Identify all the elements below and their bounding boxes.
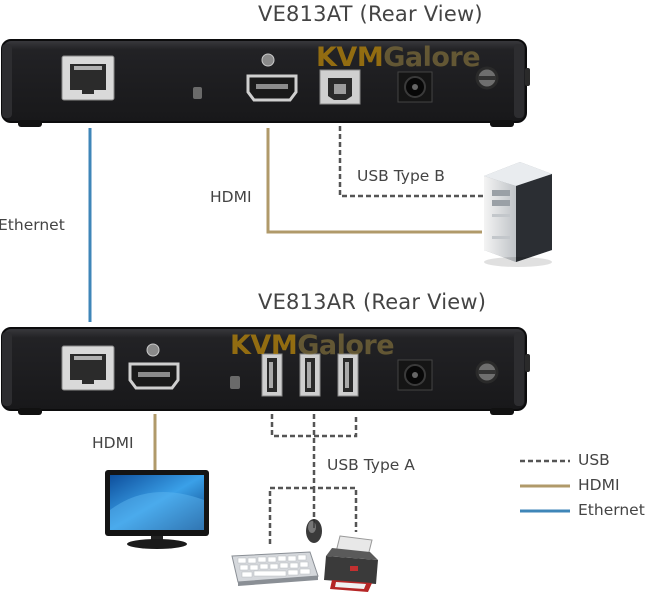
receiver-device — [1, 327, 530, 415]
hdmi-cable-top — [266, 128, 482, 234]
receiver-title: VE813AR (Rear View) — [258, 290, 487, 314]
legend-ethernet-label: Ethernet — [578, 501, 645, 519]
receiver-rj45-port — [61, 345, 115, 391]
transmitter-title: VE813AT (Rear View) — [258, 2, 483, 26]
transmitter-status-led — [193, 87, 202, 99]
transmitter-rj45-port — [61, 55, 115, 101]
usb-a-cables — [268, 414, 358, 544]
mouse-icon — [306, 519, 322, 543]
hdmi-top-label: HDMI — [210, 188, 252, 206]
receiver-ground-screw — [146, 343, 160, 357]
hdmi-bottom-label: HDMI — [92, 434, 134, 452]
transmitter-hdmi-port — [246, 74, 298, 102]
receiver-lock-knob — [475, 360, 499, 384]
keyboard-icon — [231, 551, 319, 586]
printer-icon — [324, 535, 378, 592]
receiver-usb-a-port-3 — [337, 353, 359, 397]
receiver-hdmi-port — [128, 362, 180, 390]
transmitter-usb-b-port — [319, 69, 361, 105]
receiver-watermark-right: Galore — [297, 330, 395, 361]
usb-b-cable — [338, 126, 484, 198]
receiver-usb-a-port-2 — [299, 353, 321, 397]
transmitter-lock-knob — [475, 66, 499, 90]
receiver-watermark-left: KVM — [230, 330, 298, 361]
transmitter-watermark-right: Galore — [383, 42, 481, 73]
transmitter-watermark: KVMGalore — [316, 42, 481, 73]
transmitter-watermark-left: KVM — [316, 42, 384, 73]
legend-usb-label: USB — [578, 451, 610, 469]
ethernet-label: Ethernet — [0, 216, 65, 234]
computer-tower-icon — [484, 162, 552, 267]
receiver-watermark: KVMGalore — [230, 330, 395, 361]
legend-hdmi-label: HDMI — [578, 476, 620, 494]
usb-type-a-label: USB Type A — [327, 456, 415, 474]
transmitter-power-jack — [397, 71, 433, 103]
receiver-power-jack — [397, 359, 433, 391]
transmitter-device — [1, 39, 530, 127]
receiver-status-led — [230, 376, 240, 389]
transmitter-ground-screw — [261, 53, 275, 67]
receiver-usb-a-port-1 — [261, 353, 283, 397]
usb-type-b-label: USB Type B — [357, 167, 445, 185]
monitor-icon — [105, 470, 209, 549]
